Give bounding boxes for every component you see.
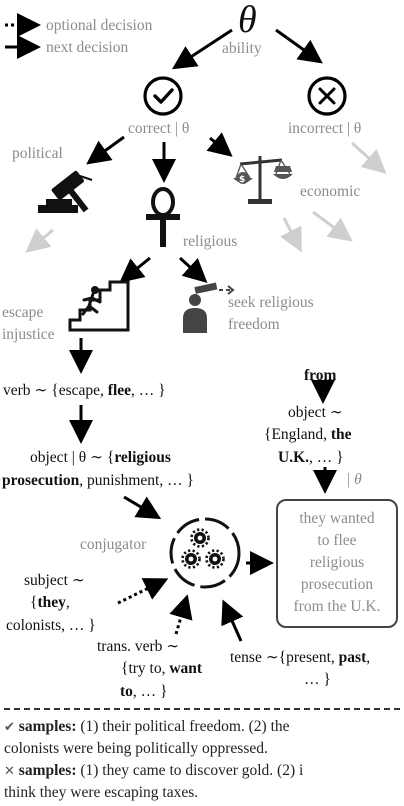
from-object-line2: {England, the [264, 426, 352, 443]
incorrect-samples-text-a: (1) they came to discover gold. (2) i [76, 762, 304, 779]
gears-cycle-icon [169, 517, 241, 589]
object-line-1: object | θ ∼ {religious [30, 449, 171, 466]
output-line-3: religious [310, 554, 364, 571]
scales-icon: $ [233, 156, 293, 204]
seek-label-line1: seek religious [228, 294, 314, 311]
political-label: political [12, 145, 63, 162]
ankh-icon [146, 187, 180, 247]
edge-tense-conjugator [221, 599, 244, 642]
legend-optional-label: optional decision [46, 17, 153, 34]
edge-object-conjugator [123, 495, 162, 520]
edge-economic-grey-2 [312, 210, 353, 242]
correct-samples-label: samples: [18, 718, 77, 735]
seek-label-line2: freedom [228, 316, 280, 333]
edge-religious-seek [178, 256, 208, 284]
from-given-label: | θ [346, 471, 362, 488]
conjugator-label: conjugator [80, 536, 147, 553]
edge-incorrect-grey [350, 141, 387, 175]
legend-next-label: next decision [46, 39, 128, 56]
subject-line-3: colonists, … } [6, 617, 96, 634]
edge-economic-grey-1 [280, 217, 302, 253]
correct-label: correct | θ [128, 120, 189, 137]
tense-line-1: tense ∼{present, past, [230, 649, 370, 666]
gavel-icon [38, 170, 93, 213]
incorrect-samples: ✕ samples: (1) they came to discover gol… [4, 760, 400, 803]
incorrect-samples-label: samples: [18, 762, 77, 779]
economic-label: economic [300, 183, 360, 200]
from-object-line3: U.K., … } [278, 449, 344, 466]
edge-religious-escape [119, 256, 151, 283]
check-circle-icon [143, 76, 183, 116]
from-object-line1: object ∼ [288, 404, 343, 421]
edge-political-grey [25, 228, 54, 253]
trans-verb-line-1: trans. verb ∼ [97, 638, 179, 655]
telescope-person-icon [183, 282, 235, 333]
correct-samples-text-a: (1) their political freedom. (2) the [76, 718, 290, 735]
samples-divider [4, 708, 400, 710]
escape-label-line2: injustice [2, 326, 55, 343]
edge-root-correct [171, 28, 233, 70]
correct-samples-text-b: colonists were being politically oppress… [4, 740, 268, 757]
output-box [276, 499, 398, 628]
trans-verb-line-2: {try to, want [121, 660, 203, 677]
output-line-4: prosecution [301, 576, 374, 593]
edge-subject-conjugator [117, 578, 169, 605]
subject-line-2: {they, [30, 594, 70, 611]
edge-correct-economic [206, 132, 233, 157]
output-text: they wanted to flee religious prosecutio… [294, 510, 381, 615]
output-line-5: from the U.K. [294, 598, 381, 615]
incorrect-samples-text-b: think they were escaping taxes. [4, 784, 199, 801]
x-circle-icon [307, 76, 347, 116]
correct-samples: ✔ samples: (1) their political freedom. … [4, 716, 400, 759]
ability-label: ability [222, 40, 262, 57]
check-icon: ✔ [4, 720, 15, 735]
escape-label-line1: escape [2, 304, 43, 321]
svg-text:$: $ [239, 175, 245, 185]
root-theta: θ [238, 0, 257, 41]
cross-icon: ✕ [4, 764, 15, 779]
edge-transverb-conjugator [169, 594, 193, 635]
incorrect-label: incorrect | θ [288, 120, 361, 137]
object-line-2: prosecution, punishment, … } [2, 472, 194, 489]
edge-root-incorrect [275, 28, 323, 64]
running-exit-icon [68, 280, 130, 332]
edge-correct-political [86, 135, 125, 165]
verb-line: verb ∼ {escape, flee, … } [3, 382, 166, 399]
subject-line-1: subject ∼ [24, 572, 85, 589]
from-label: from [304, 367, 337, 384]
output-line-2: to flee [317, 532, 356, 549]
tense-line-2: … } [304, 671, 331, 688]
trans-verb-line-3: to, … } [120, 683, 168, 700]
religious-label: religious [183, 233, 237, 250]
legend: optional decision next decision [5, 13, 153, 59]
output-line-1: they wanted [299, 510, 375, 527]
